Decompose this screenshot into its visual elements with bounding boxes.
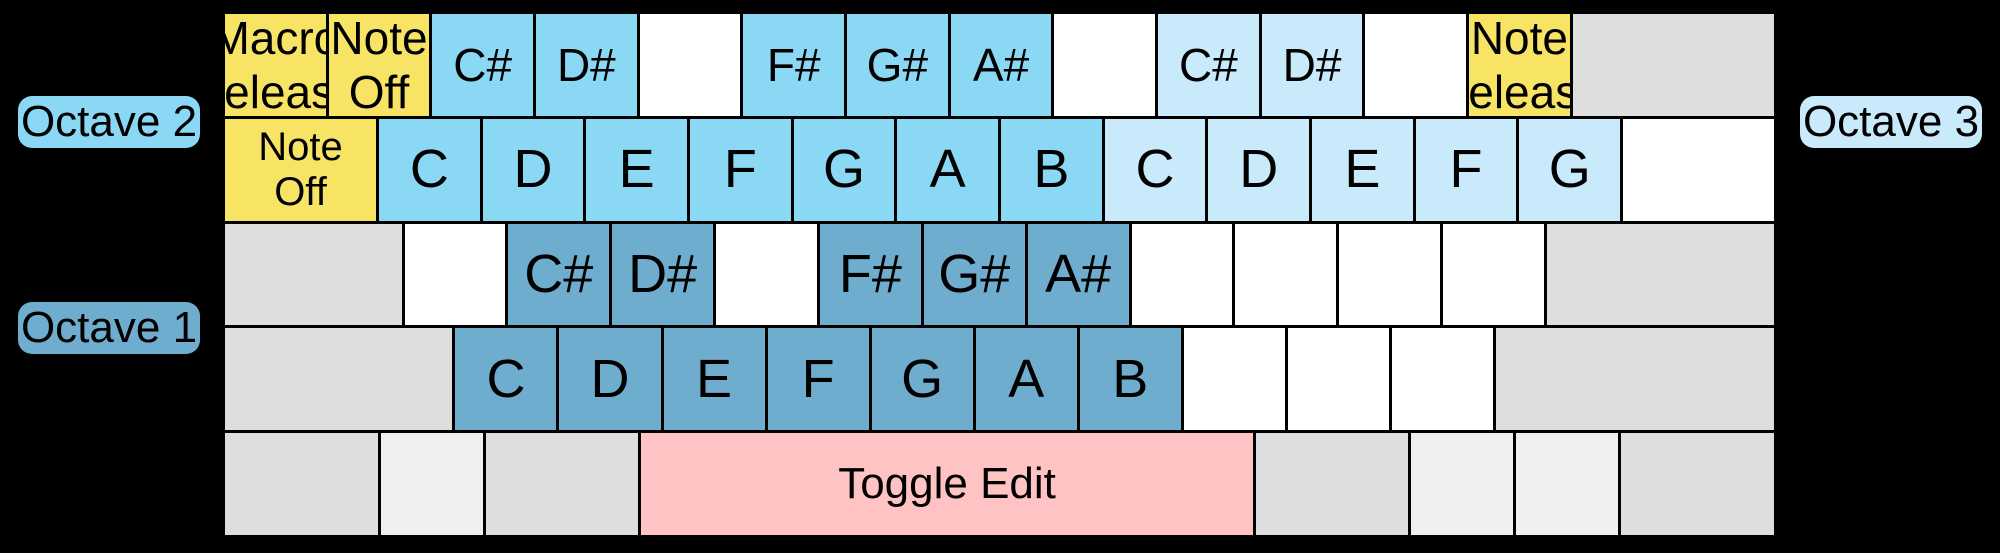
- key-e-oct2: E: [586, 118, 688, 221]
- key-unmapped: [1365, 14, 1467, 116]
- key-g-oct2: G: [793, 118, 895, 221]
- key-unmapped: [639, 14, 741, 116]
- key-capslock: [225, 223, 402, 326]
- key-f-oct3: F: [1415, 118, 1517, 221]
- key-e-oct3: E: [1312, 118, 1413, 221]
- key-unmapped: [1054, 14, 1156, 116]
- key-a-oct2: A: [897, 118, 999, 221]
- key-gsharp-oct2: G#: [847, 14, 948, 116]
- key-f-oct2: F: [690, 118, 791, 221]
- key-d-oct1: D: [559, 328, 661, 431]
- key-backspace: [1572, 14, 1775, 116]
- key-csharp-oct2: C#: [432, 14, 534, 116]
- key-unmapped: [1623, 118, 1775, 221]
- key-unmapped: [1235, 223, 1337, 326]
- key-right-win: [1411, 433, 1514, 535]
- key-left-shift: [225, 328, 453, 431]
- key-fsharp-oct1: F#: [819, 223, 921, 326]
- key-e-oct1: E: [663, 328, 765, 431]
- key-enter: [1546, 223, 1774, 326]
- key-d-oct3: D: [1208, 118, 1310, 221]
- key-g-oct3: G: [1519, 118, 1621, 221]
- key-b-oct2: B: [1001, 118, 1102, 221]
- key-c-oct3: C: [1104, 118, 1206, 221]
- key-gsharp-oct1: G#: [923, 223, 1025, 326]
- number-row: Macro ReleaseNote OffC#D#F#G#A#C#D#Note …: [225, 14, 1775, 116]
- key-b-oct1: B: [1079, 328, 1181, 431]
- key-unmapped: [716, 223, 817, 326]
- key-left-win: [380, 433, 483, 535]
- key-c-oct1: C: [455, 328, 557, 431]
- key-c-oct2: C: [379, 118, 480, 221]
- key-right-shift: [1496, 328, 1774, 431]
- key-fsharp-oct2: F#: [743, 14, 845, 116]
- key-note-off-top: Note Off: [328, 14, 430, 116]
- key-dsharp-oct2: D#: [536, 14, 637, 116]
- octave-3-label: Octave 3: [1800, 96, 1982, 148]
- key-left-alt: [485, 433, 639, 535]
- key-unmapped: [404, 223, 506, 326]
- key-dsharp-oct1: D#: [612, 223, 714, 326]
- key-toggle-edit-space: Toggle Edit: [641, 433, 1253, 535]
- key-menu: [1516, 433, 1619, 535]
- key-csharp-oct3: C#: [1158, 14, 1259, 116]
- key-unmapped: [1339, 223, 1441, 326]
- key-note-off-tab: Note Off: [225, 118, 376, 221]
- octave-2-label: Octave 2: [18, 96, 200, 148]
- key-unmapped: [1183, 328, 1285, 431]
- keyboard: Macro ReleaseNote OffC#D#F#G#A#C#D#Note …: [225, 14, 1775, 535]
- key-g-oct1: G: [871, 328, 973, 431]
- key-right-alt: [1255, 433, 1409, 535]
- key-d-oct2: D: [482, 118, 584, 221]
- key-f-oct1: F: [767, 328, 869, 431]
- key-a-oct1: A: [975, 328, 1077, 431]
- key-note-release: Note Release: [1469, 14, 1570, 116]
- key-left-ctrl: [225, 433, 378, 535]
- key-asharp-oct1: A#: [1027, 223, 1129, 326]
- key-unmapped: [1287, 328, 1389, 431]
- key-right-ctrl: [1621, 433, 1774, 535]
- key-dsharp-oct3: D#: [1261, 14, 1363, 116]
- key-unmapped: [1391, 328, 1494, 431]
- key-macro-release: Macro Release: [225, 14, 326, 116]
- key-csharp-oct1: C#: [508, 223, 610, 326]
- key-unmapped: [1443, 223, 1544, 326]
- key-asharp-oct2: A#: [950, 14, 1052, 116]
- bottom-row: Toggle Edit: [225, 433, 1774, 535]
- key-unmapped: [1131, 223, 1233, 326]
- home-row: C#D# F#G#A#: [225, 223, 1774, 326]
- octave-1-label: Octave 1: [18, 302, 200, 354]
